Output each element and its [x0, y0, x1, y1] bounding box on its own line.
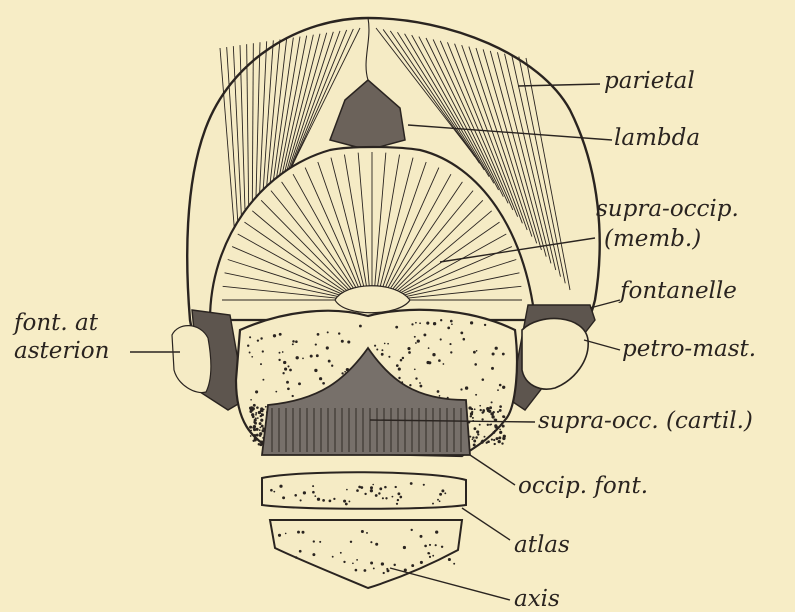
leader-occip-font [470, 455, 515, 485]
atlas-vertebra [262, 472, 466, 509]
label-supra-occip-line1: supra-occip. [596, 196, 739, 222]
label-font-at-line1: font. at [12, 310, 99, 336]
label-font-at-line2: asterion [14, 338, 109, 364]
label-axis: axis [514, 586, 560, 612]
label-occip-font: occip. font. [518, 473, 648, 499]
petro-mastoid [522, 319, 588, 390]
asterion-fontanelle-light [172, 326, 211, 393]
label-lambda: lambda [614, 125, 700, 151]
leader-axis [390, 568, 510, 600]
label-supra-occ-cartil: supra-occ. (cartil.) [538, 408, 753, 434]
label-atlas: atlas [514, 532, 570, 558]
leader-petro-mast [584, 340, 620, 350]
label-fontanelle: fontanelle [618, 278, 737, 304]
leader-atlas [462, 508, 510, 540]
label-parietal: parietal [604, 68, 695, 94]
axis-vertebra [270, 520, 462, 588]
label-supra-occip-line2: (memb.) [604, 226, 701, 252]
label-petro-mast: petro-mast. [622, 336, 756, 362]
